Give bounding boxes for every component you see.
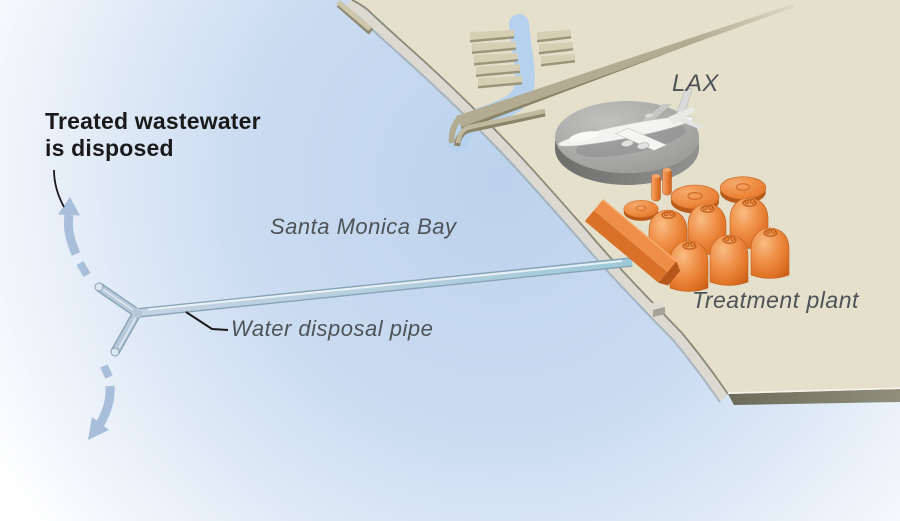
leader-line-title <box>53 169 65 208</box>
leader-line-pipe <box>185 311 229 331</box>
label-water-disposal-pipe: Water disposal pipe <box>231 316 433 341</box>
airplane-icon <box>557 87 705 151</box>
arrow-down-head <box>88 417 109 440</box>
label-santa-monica-bay: Santa Monica Bay <box>270 214 458 239</box>
arrow-up-head <box>58 197 80 216</box>
coast-edge-line <box>351 0 729 395</box>
dispersal-arrow-down <box>88 364 115 440</box>
dispersal-arrow-up <box>58 197 91 278</box>
coastal-road <box>448 4 795 144</box>
lax-platform <box>555 87 705 185</box>
label-lax: LAX <box>672 70 719 97</box>
land-slab-edge <box>727 387 900 405</box>
marina-docks <box>470 30 575 89</box>
title-line-1: Treated wastewater <box>45 108 261 134</box>
diffuser-port-upper <box>94 282 104 292</box>
title-line-2: is disposed <box>45 135 174 161</box>
disposal-pipe <box>94 257 633 357</box>
beach-groin <box>336 0 374 35</box>
south-jetty <box>454 108 546 147</box>
outfall-step <box>649 301 665 317</box>
diffuser-port-lower <box>110 347 120 357</box>
treatment-plant-building <box>584 199 681 286</box>
label-treatment-plant: Treatment plant <box>692 287 860 313</box>
landmass <box>352 0 900 394</box>
